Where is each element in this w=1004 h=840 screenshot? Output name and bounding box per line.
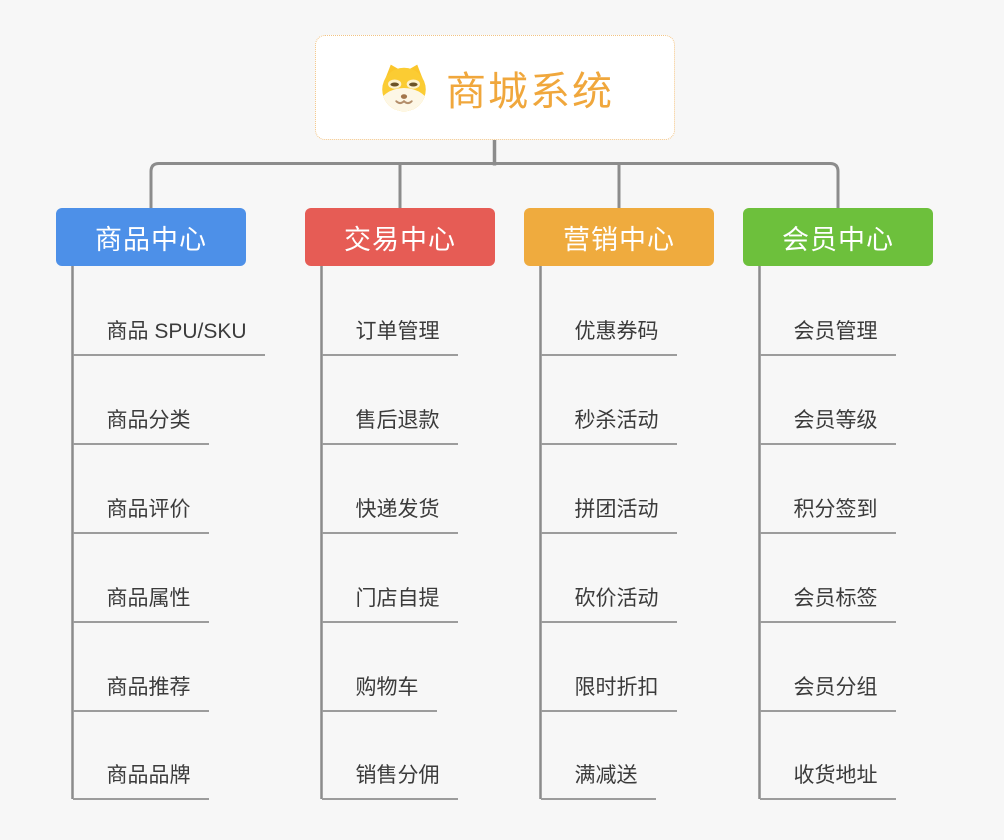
branch-item[interactable]: 商品推荐 [72, 673, 209, 712]
branch-item[interactable]: 会员分组 [759, 673, 896, 712]
branch-item[interactable]: 订单管理 [321, 317, 458, 356]
root-node-mall-system[interactable]: 商城系统 [315, 35, 675, 140]
branch-item[interactable]: 砍价活动 [540, 584, 677, 623]
branch-item[interactable]: 商品属性 [72, 584, 209, 623]
branch-item[interactable]: 商品评价 [72, 495, 209, 534]
branch-item[interactable]: 收货地址 [759, 761, 896, 800]
branch-item[interactable]: 销售分佣 [321, 761, 458, 800]
branch-item[interactable]: 商品品牌 [72, 761, 209, 800]
branch-item[interactable]: 会员标签 [759, 584, 896, 623]
branch-item[interactable]: 会员管理 [759, 317, 896, 356]
branch-header-4[interactable]: 会员中心 [743, 208, 933, 266]
branch-item[interactable]: 满减送 [540, 761, 656, 800]
branch-header-1[interactable]: 商品中心 [56, 208, 246, 266]
branch-header-2[interactable]: 交易中心 [305, 208, 495, 266]
branch-header-3[interactable]: 营销中心 [524, 208, 714, 266]
branch-item[interactable]: 限时折扣 [540, 673, 677, 712]
branch-item[interactable]: 门店自提 [321, 584, 458, 623]
shiba-dog-icon [376, 60, 432, 116]
branch-item[interactable]: 会员等级 [759, 406, 896, 445]
branch-item[interactable]: 快递发货 [321, 495, 458, 534]
branch-item[interactable]: 商品分类 [72, 406, 209, 445]
branch-item[interactable]: 秒杀活动 [540, 406, 677, 445]
branch-item[interactable]: 商品 SPU/SKU [72, 317, 265, 356]
branch-item[interactable]: 拼团活动 [540, 495, 677, 534]
branch-item[interactable]: 购物车 [321, 673, 437, 712]
branch-item[interactable]: 优惠券码 [540, 317, 677, 356]
root-title: 商城系统 [446, 69, 614, 114]
branch-item[interactable]: 积分签到 [759, 495, 896, 534]
branch-item[interactable]: 售后退款 [321, 406, 458, 445]
